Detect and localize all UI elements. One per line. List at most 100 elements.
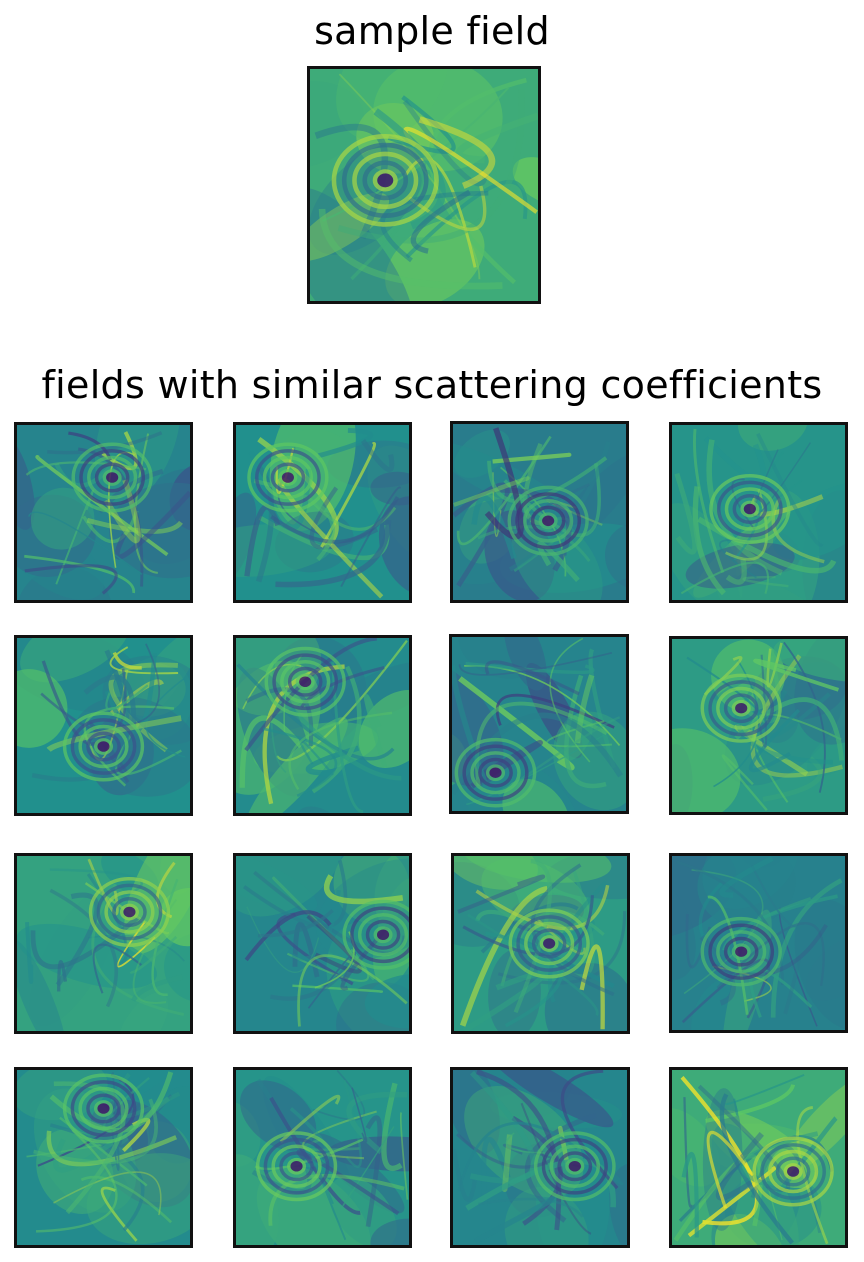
similar-field-image (669, 636, 848, 815)
vortex-ring (62, 1073, 145, 1144)
field-streak (471, 495, 517, 560)
field-plot (454, 856, 627, 1031)
vortex-ring (373, 926, 393, 944)
vortex-ring (93, 738, 114, 755)
field-streak (322, 87, 510, 222)
field-streak (762, 756, 823, 802)
similar-field-image (450, 421, 629, 603)
vortex-ring (731, 699, 751, 717)
field-streak (25, 922, 34, 984)
field-streak (750, 713, 842, 803)
vortex-ring (104, 890, 155, 934)
field-streak (91, 883, 185, 1017)
vortex-ring (478, 757, 513, 788)
field-plot (453, 1070, 627, 1245)
field-streak (275, 520, 392, 588)
vortex-ring (557, 1151, 593, 1182)
field-streak (455, 112, 538, 164)
field-patch (454, 429, 510, 478)
field-streak (753, 658, 840, 692)
field-patch (553, 711, 626, 811)
field-streak (24, 564, 118, 595)
field-streak (453, 1148, 477, 1202)
field-patch (378, 496, 409, 596)
field-streak (713, 660, 760, 788)
field-plot (17, 425, 190, 600)
similar-field-image (233, 635, 412, 816)
field-streak (351, 1087, 368, 1143)
field-streak (716, 922, 825, 989)
vortex-ring (350, 906, 409, 964)
vortex-ring (732, 493, 768, 525)
field-streak (469, 1070, 537, 1184)
vortex-ring (723, 693, 759, 724)
field-streak (342, 1126, 395, 1207)
field-streak (473, 1195, 557, 1244)
field-streak (53, 1081, 126, 1215)
field-streak (756, 432, 824, 547)
vortex-ring (740, 500, 760, 518)
field-streak (105, 684, 149, 711)
field-patch (737, 425, 809, 451)
field-streak (92, 943, 143, 994)
field-streak (770, 878, 843, 1018)
similar-field-image (233, 853, 412, 1034)
vortex-ring (531, 928, 567, 959)
field-streak (360, 439, 395, 473)
vortex-ring (247, 442, 329, 513)
vortex-core (299, 676, 312, 687)
field-plot (17, 856, 190, 1031)
vortex-ring (102, 469, 122, 486)
vortex-ring (270, 462, 306, 493)
field-streak (80, 1175, 173, 1224)
field-plot (236, 1070, 409, 1245)
field-streak (725, 1074, 805, 1105)
vortex-ring (708, 923, 775, 980)
vortex-ring (71, 442, 153, 513)
field-plot (452, 637, 626, 811)
field-streak (674, 472, 698, 555)
vortex-ring (70, 718, 137, 775)
vortex-ring (278, 469, 298, 486)
vortex-core (568, 1161, 581, 1172)
vortex-ring (533, 1131, 616, 1202)
vortex-ring (255, 449, 321, 506)
field-patch (370, 1218, 409, 1245)
field-streak (456, 435, 552, 546)
field-streak (478, 1197, 584, 1218)
field-streak (292, 984, 383, 993)
field-patch (773, 639, 845, 683)
vortex-ring (515, 492, 582, 550)
field-streak (270, 496, 400, 544)
vortex-ring (295, 673, 315, 691)
field-streak (380, 190, 489, 263)
vortex-ring (280, 660, 331, 704)
field-patch (512, 157, 538, 206)
vortex-ring (262, 455, 313, 500)
field-streak (505, 1132, 546, 1154)
field-streak (25, 461, 147, 476)
vortex-ring (112, 896, 147, 928)
field-patch (124, 856, 190, 954)
vortex-ring (352, 151, 419, 210)
field-streak (399, 1112, 409, 1200)
vortex-ring (524, 921, 575, 966)
vortex-core (743, 503, 756, 515)
vortex-ring (783, 1163, 803, 1180)
vortex-ring (470, 751, 521, 795)
field-streak (55, 892, 100, 987)
field-streak (402, 99, 489, 187)
vortex-ring (279, 1151, 314, 1182)
field-patch (453, 1070, 500, 1154)
field-patch (20, 638, 130, 683)
field-plot (672, 856, 845, 1030)
field-streak (481, 1136, 511, 1207)
field-patch (310, 81, 364, 169)
field-streak (49, 888, 118, 1008)
field-streak (428, 77, 527, 285)
vortex-ring (700, 916, 782, 987)
field-streak (783, 641, 826, 793)
vortex-core (97, 1103, 110, 1114)
vortex-core (281, 472, 294, 483)
similar-field-image (669, 853, 848, 1033)
